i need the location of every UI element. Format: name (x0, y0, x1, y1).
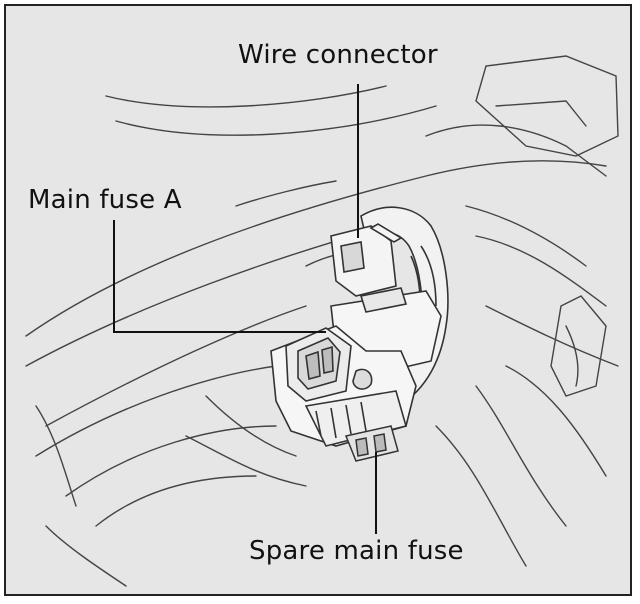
label-main-fuse-a: Main fuse A (28, 185, 182, 215)
spare-main-fuse (344, 425, 399, 462)
leader-main-fuse-a (113, 220, 326, 333)
diagram-frame: Wire connector Main fuse A Spare main fu… (4, 4, 632, 596)
leader-lines (113, 84, 377, 534)
wire-connector-plug (330, 223, 403, 297)
engine-bay-lines (25, 55, 619, 587)
engine-bay-illustration (25, 55, 619, 587)
fuse-box (270, 287, 442, 447)
label-spare-main-fuse: Spare main fuse (249, 536, 464, 566)
label-wire-connector: Wire connector (238, 40, 438, 70)
